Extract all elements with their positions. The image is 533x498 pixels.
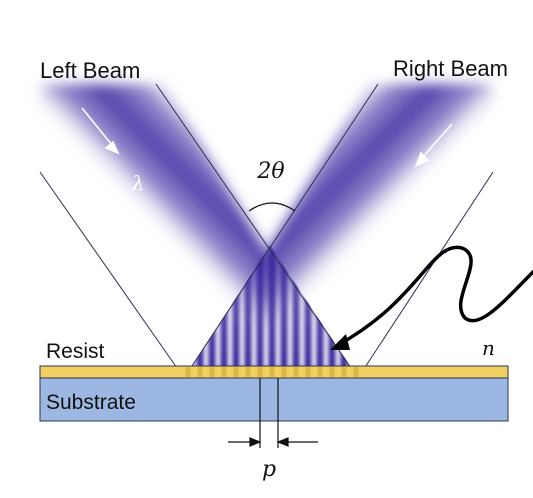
resist-mark-13 [329,367,335,377]
left-beam [40,84,272,378]
refractive-index-label: n [482,336,495,360]
fringe-9 [280,245,288,378]
fringe-8 [268,245,276,378]
resist-label: Resist [46,340,105,363]
right-beam-label: Right Beam [393,56,508,81]
resist-mark-14 [341,367,347,377]
resist-mark-8 [269,367,275,377]
resist-mark-7 [257,367,263,377]
period-label: p [262,457,276,482]
fringe-11 [304,245,312,378]
wavelength-label: λ [131,171,145,195]
resist-mark-15 [353,367,359,377]
resist-mark-11 [305,367,311,377]
resist-mark-9 [281,367,287,377]
resist-mark-2 [197,367,203,377]
resist-mark-10 [293,367,299,377]
fringe-10 [292,245,300,378]
resist-mark-6 [245,367,251,377]
angle-arc [248,202,296,212]
period-dimension [228,378,318,448]
resist-mark-12 [317,367,323,377]
angle-label: 2θ [256,159,284,184]
resist-mark-5 [233,367,239,377]
resist-mark-1 [185,367,191,377]
white-arrow-icon [414,123,453,168]
resist-mark-4 [221,367,227,377]
resist-exposure-marks [185,367,359,377]
fringe-7 [256,245,264,378]
white-arrow-icon [81,107,120,155]
substrate-layer [39,377,509,422]
fringe-6 [244,245,252,378]
left-beam-label: Left Beam [40,58,140,83]
substrate-label: Substrate [46,391,136,414]
resist-mark-3 [209,367,215,377]
curved-pointer-arrow-icon [330,245,533,350]
beam-boundary-lines [39,83,494,379]
fringe-5 [232,245,240,378]
right-beam [261,84,493,378]
